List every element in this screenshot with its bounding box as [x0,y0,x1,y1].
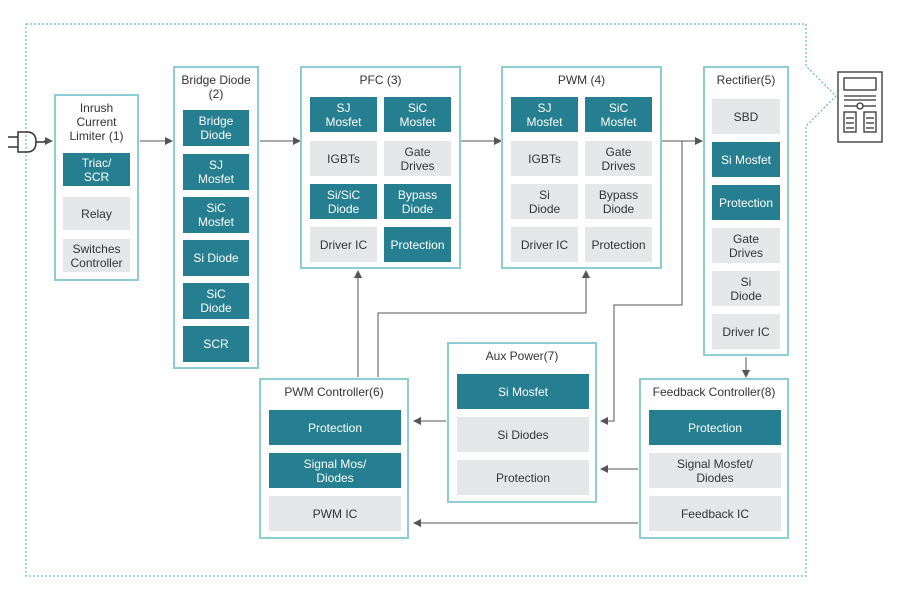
component-cell: SBD [712,99,780,134]
component-cell: Si Diodes [457,417,589,452]
component-cell: Driver IC [511,227,578,262]
aux-power-block: Aux Power(7) Si Mosfet Si Diodes Protect… [447,342,597,503]
block-title: PFC (3) [359,73,402,87]
component-cell: Protection [457,460,589,495]
pwm-controller-block: PWM Controller(6) Protection Signal Mos/… [259,378,409,539]
block-title: Bridge Diode (2) [181,73,251,101]
rectifier-block: Rectifier(5) SBD Si Mosfet Protection Ga… [703,66,789,356]
component-cell: SJ Mosfet [183,154,249,190]
component-cell: SJ Mosfet [511,97,578,132]
component-cell: Si Mosfet [712,142,780,177]
inrush-current-limiter-block: Inrush Current Limiter (1) Triac/ SCR Re… [54,94,139,281]
component-cell: SiC Mosfet [585,97,652,132]
component-cell: Signal Mos/ Diodes [269,453,401,488]
component-cell: SiC Diode [183,283,249,319]
component-cell: SiC Mosfet [384,97,451,132]
component-cell: Protection [649,410,781,445]
component-cell: Protection [712,185,780,220]
component-cell: Bypass Diode [585,184,652,219]
component-cell: Si/SiC Diode [310,184,377,219]
component-cell: Si Diode [511,184,578,219]
pfc-block: PFC (3) SJ Mosfet SiC Mosfet IGBTs Gate … [300,66,461,269]
server-rack-icon [837,71,883,143]
arrow-pwm-to-aux [600,141,683,425]
component-cell: SJ Mosfet [310,97,377,132]
component-cell: Triac/ SCR [63,153,130,186]
component-cell: PWM IC [269,496,401,531]
component-cell: Relay [63,197,130,230]
feedback-controller-block: Feedback Controller(8) Protection Signal… [639,378,789,539]
component-cell: Bridge Diode [183,110,249,146]
block-title: PWM Controller(6) [284,385,384,399]
component-cell: Si Diode [183,240,249,276]
component-cell: Driver IC [310,227,377,262]
component-cell: Switches Controller [63,239,130,272]
component-cell: Feedback IC [649,496,781,531]
block-title: Feedback Controller(8) [652,385,776,399]
block-title: Aux Power(7) [485,349,559,363]
component-cell: Si Diode [712,271,780,306]
block-title: Inrush Current Limiter (1) [69,101,124,143]
pwm-block: PWM (4) SJ Mosfet SiC Mosfet IGBTs Gate … [501,66,662,269]
block-title: PWM (4) [557,73,606,87]
component-cell: SCR [183,326,249,362]
arrow-pwmctrl-to-pwm [377,270,590,377]
component-cell: Protection [269,410,401,445]
component-cell: Protection [585,227,652,262]
component-cell: Bypass Diode [384,184,451,219]
component-cell: IGBTs [511,141,578,176]
power-plug-icon [8,131,46,153]
component-cell: Gate Drives [712,228,780,263]
component-cell: Protection [384,227,451,262]
component-cell: SiC Mosfet [183,197,249,233]
component-cell: Si Mosfet [457,374,589,409]
component-cell: Driver IC [712,314,780,349]
component-cell: Signal Mosfet/ Diodes [649,453,781,488]
system-frame [25,23,837,577]
component-cell: IGBTs [310,141,377,176]
component-cell: Gate Drives [585,141,652,176]
component-cell: Gate Drives [384,141,451,176]
block-title: Rectifier(5) [716,73,776,87]
bridge-diode-block: Bridge Diode (2) Bridge Diode SJ Mosfet … [173,66,259,369]
